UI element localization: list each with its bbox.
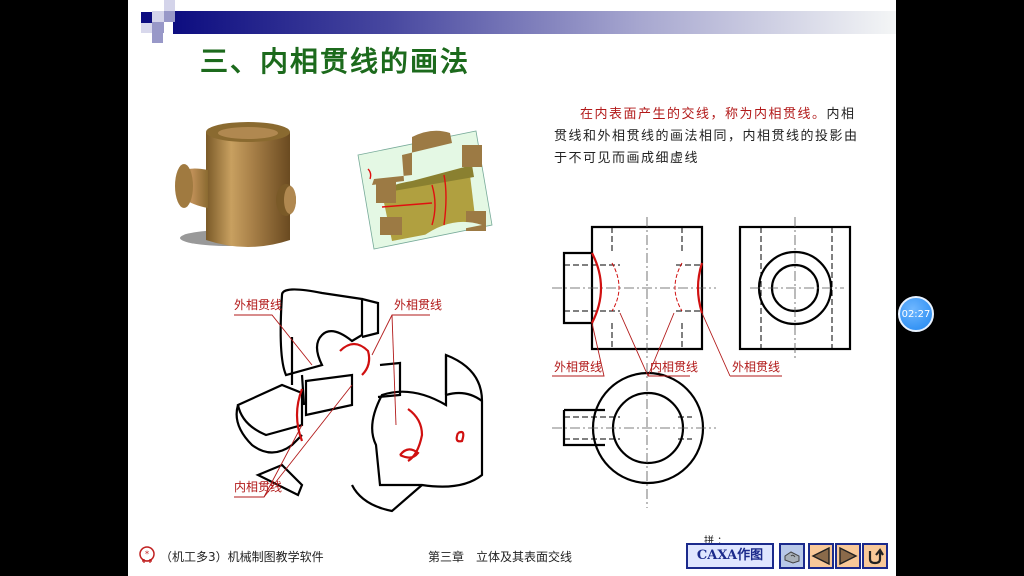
label-outer-intersection-right: 外相贯线	[394, 298, 442, 312]
svg-text:*: *	[145, 550, 149, 559]
isometric-section-drawing: 外相贯线 外相贯线 内相贯线	[234, 288, 484, 513]
return-button[interactable]	[862, 543, 888, 569]
header-square	[141, 12, 152, 23]
label-outer-intersection-front-left: 外相贯线	[554, 360, 602, 374]
caxa-drawing-button[interactable]: CAXA作图	[686, 543, 774, 569]
model-view-button[interactable]	[779, 543, 805, 569]
header-square	[152, 33, 163, 43]
header-gradient-bar	[173, 11, 896, 34]
header-square	[164, 11, 175, 22]
description-text: 在内表面产生的交线，称为内相贯线。内相贯线和外相贯线的画法相同，内相贯线的投影由…	[554, 104, 866, 170]
next-button[interactable]	[835, 543, 861, 569]
playback-timer-badge[interactable]: 02:27	[898, 296, 934, 332]
header-square	[152, 22, 164, 33]
description-rest: 内相贯线和外相贯线的画法相同，内相贯线的投影由于不可见而画成细虚线	[554, 107, 859, 166]
description-highlight: 在内表面产生的交线，称为内相贯线。	[580, 107, 827, 122]
slide: 三、内相贯线的画法 在内表面产生的交线，称为内相贯线。内相贯线和外相贯线的画法相…	[128, 0, 896, 576]
label-inner-intersection-front: 内相贯线	[650, 360, 698, 374]
triangle-left-icon	[811, 547, 830, 565]
label-outer-intersection-front-right: 外相贯线	[732, 360, 780, 374]
3d-block-icon	[784, 551, 800, 564]
orthographic-views-drawing: 外相贯线 内相贯线 外相贯线	[552, 217, 852, 508]
header-square	[152, 11, 164, 22]
software-name: （机工多3）机械制图教学软件	[160, 550, 324, 564]
chapter-title: 第三章 立体及其表面交线	[428, 550, 573, 564]
publisher-logo-icon: *	[139, 546, 155, 563]
label-outer-intersection-left: 外相贯线	[234, 298, 282, 312]
bronze-tee-3d-model	[175, 122, 296, 247]
triangle-right-icon	[839, 547, 858, 565]
slide-title: 三、内相贯线的画法	[200, 45, 471, 78]
return-arrow-icon	[868, 548, 884, 565]
header-square	[141, 23, 152, 33]
label-inner-intersection: 内相贯线	[234, 480, 282, 494]
previous-button[interactable]	[808, 543, 834, 569]
header-square	[164, 0, 175, 11]
sectioned-tee-3d-model	[357, 130, 493, 250]
